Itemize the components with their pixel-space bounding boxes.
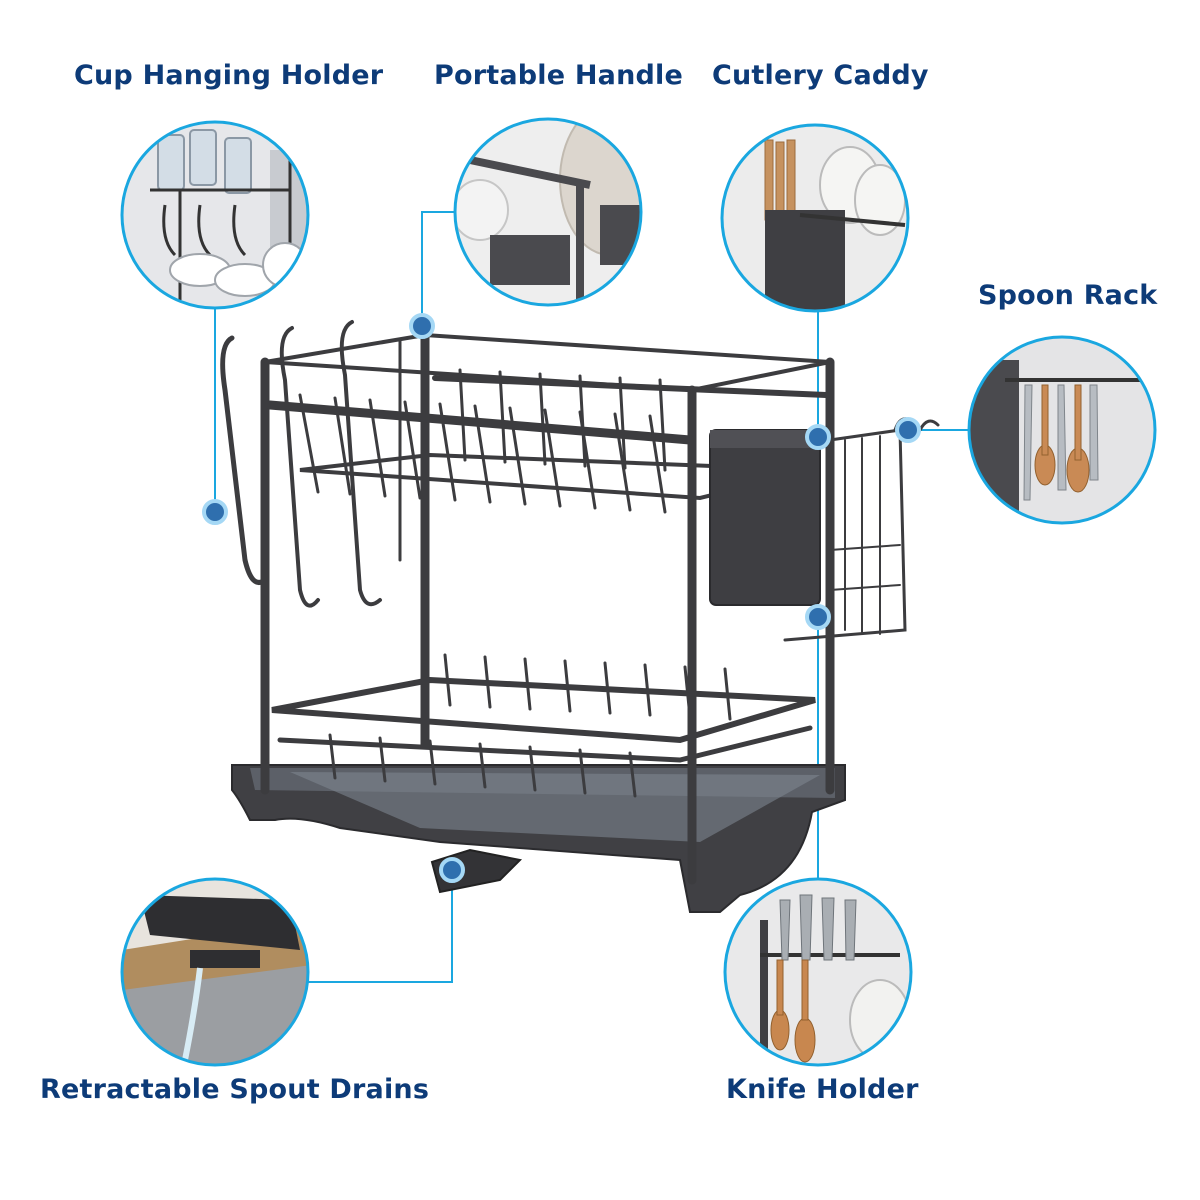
- callout-markers: [202, 313, 921, 883]
- label-cup-hanging-holder: Cup Hanging Holder: [74, 60, 384, 91]
- detail-circle-cup-hanging-holder: [120, 120, 310, 310]
- detail-circle-retractable-spout-drains: [120, 877, 310, 1067]
- detail-circle-spoon-rack: [967, 335, 1157, 525]
- dish-rack: [220, 320, 940, 913]
- connector-lines: [214, 211, 969, 983]
- detail-circle-cutlery-caddy: [720, 123, 910, 313]
- label-knife-holder: Knife Holder: [726, 1074, 919, 1105]
- label-retractable-spout-drains: Retractable Spout Drains: [40, 1074, 430, 1105]
- label-portable-handle: Portable Handle: [434, 60, 684, 91]
- detail-circle-portable-handle: [453, 117, 643, 307]
- label-spoon-rack: Spoon Rack: [978, 280, 1158, 311]
- detail-circle-knife-holder: [723, 877, 913, 1067]
- label-cutlery-caddy: Cutlery Caddy: [712, 60, 929, 91]
